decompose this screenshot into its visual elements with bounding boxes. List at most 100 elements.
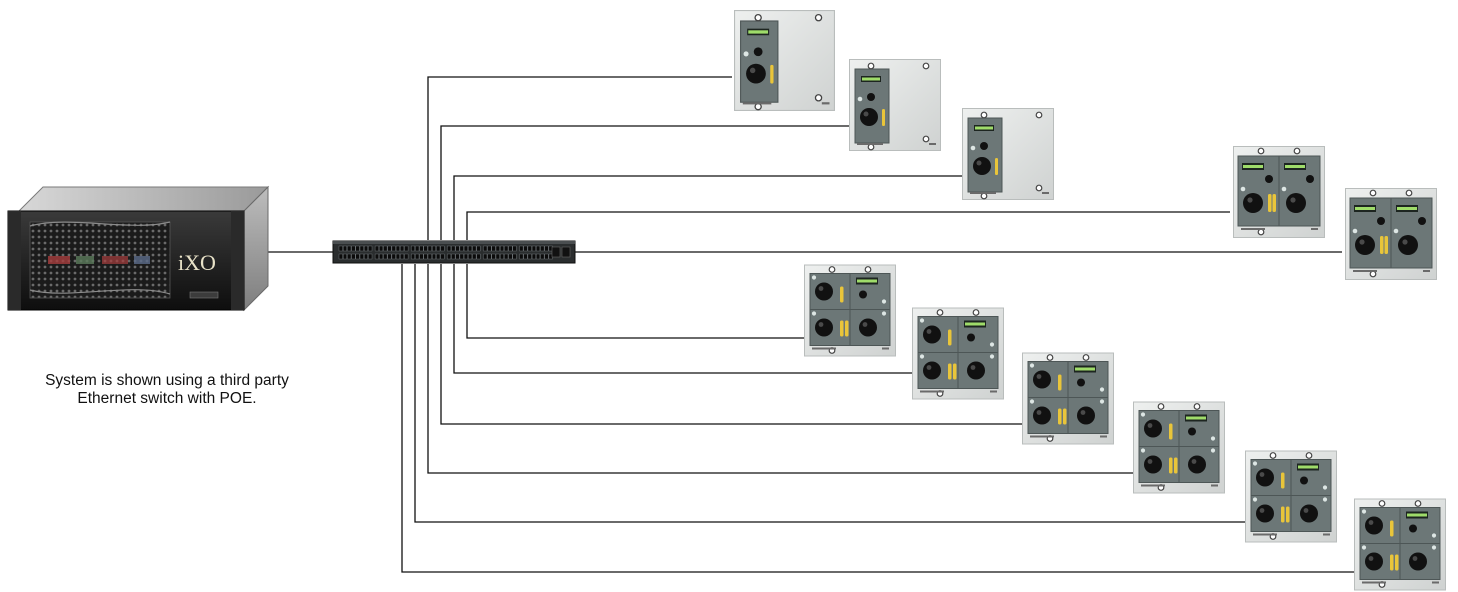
cable-switch-to-panel-4 xyxy=(466,211,1230,240)
switch-port xyxy=(432,245,437,252)
switch-port xyxy=(400,253,405,260)
switch-port xyxy=(508,245,513,252)
switch-port xyxy=(379,253,384,260)
panel-2-single-channel-panel-icon xyxy=(849,59,941,151)
switch-port xyxy=(487,253,492,260)
switch-port xyxy=(472,253,477,260)
rack-server-icon: iXO xyxy=(7,185,270,312)
panel-11-four-channel-panel-icon xyxy=(1354,498,1446,591)
switch-port xyxy=(423,253,428,260)
panel-6-four-channel-panel-icon xyxy=(804,264,896,357)
switch-port xyxy=(387,253,392,260)
cable-switch-to-panel-9 xyxy=(427,264,1133,474)
ethernet-switch-icon xyxy=(332,240,576,264)
panel-10-four-channel-panel-icon xyxy=(1245,450,1337,543)
switch-port xyxy=(483,245,488,252)
switch-port xyxy=(531,245,536,252)
switch-port xyxy=(379,245,384,252)
switch-port xyxy=(512,245,517,252)
panel-7-four-channel-panel-icon xyxy=(912,307,1004,400)
switch-port xyxy=(455,253,460,260)
panel-4-dual-channel-panel-icon xyxy=(1232,146,1326,238)
switch-port xyxy=(359,245,364,252)
switch-port-rows xyxy=(338,245,553,260)
switch-port xyxy=(436,245,441,252)
server-brand: iXO xyxy=(178,250,216,275)
switch-port xyxy=(347,253,352,260)
switch-port xyxy=(400,245,405,252)
switch-port xyxy=(519,245,524,252)
switch-port xyxy=(374,253,379,260)
switch-port xyxy=(355,245,360,252)
switch-port xyxy=(459,253,464,260)
switch-port xyxy=(527,253,532,260)
switch-port xyxy=(427,253,432,260)
switch-port xyxy=(536,253,541,260)
switch-port xyxy=(351,245,356,252)
switch-port xyxy=(411,245,416,252)
switch-port xyxy=(436,253,441,260)
switch-port xyxy=(391,253,396,260)
switch-port xyxy=(447,245,452,252)
cable-switch-to-panel-1 xyxy=(427,76,732,240)
switch-port xyxy=(440,253,445,260)
panels xyxy=(733,10,1446,591)
switch-port xyxy=(427,245,432,252)
switch-port xyxy=(395,245,400,252)
switch-port xyxy=(368,245,373,252)
switch-port xyxy=(451,245,456,252)
cable-switch-to-panel-3 xyxy=(453,175,962,240)
switch-port xyxy=(451,253,456,260)
switch-port xyxy=(364,245,369,252)
switch-port xyxy=(391,245,396,252)
switch-port xyxy=(491,253,496,260)
switch-port xyxy=(368,253,373,260)
switch-port xyxy=(447,253,452,260)
switch-port xyxy=(476,253,481,260)
switch-port xyxy=(544,253,549,260)
switch-port xyxy=(463,253,468,260)
cable-switch-to-panel-7 xyxy=(453,264,912,374)
switch-port xyxy=(383,245,388,252)
switch-port xyxy=(527,245,532,252)
caption-line-1: System is shown using a third party xyxy=(45,372,289,389)
switch-port xyxy=(468,253,473,260)
switch-port xyxy=(404,245,409,252)
switch-port xyxy=(512,253,517,260)
switch-port xyxy=(523,253,528,260)
switch-port xyxy=(343,253,348,260)
switch-port xyxy=(387,245,392,252)
switch-port xyxy=(500,253,505,260)
switch-port xyxy=(423,245,428,252)
switch-port xyxy=(500,245,505,252)
switch-port xyxy=(395,253,400,260)
switch-port xyxy=(338,253,343,260)
switch-port xyxy=(504,245,509,252)
switch-port xyxy=(531,253,536,260)
cable-switch-to-panel-6 xyxy=(466,264,804,339)
switch-port xyxy=(347,245,352,252)
cable-switch-to-panel-11 xyxy=(401,264,1354,573)
diagram-caption: System is shown using a third party Ethe… xyxy=(0,372,334,408)
switch-port xyxy=(540,253,545,260)
switch-port xyxy=(504,253,509,260)
panel-9-four-channel-panel-icon xyxy=(1133,401,1225,494)
switch-port xyxy=(495,245,500,252)
cable-switch-to-panel-10 xyxy=(414,264,1245,523)
panel-5-dual-channel-panel-icon xyxy=(1344,188,1438,280)
switch-port xyxy=(359,253,364,260)
switch-port xyxy=(351,253,356,260)
panel-3-single-channel-panel-icon xyxy=(962,108,1054,200)
switch-port xyxy=(483,253,488,260)
switch-port xyxy=(419,253,424,260)
switch-port xyxy=(495,253,500,260)
cable-switch-to-panel-8 xyxy=(440,264,1022,425)
switch-port xyxy=(519,253,524,260)
switch-port xyxy=(508,253,513,260)
switch-port xyxy=(374,245,379,252)
panel-1-single-channel-panel-icon xyxy=(733,10,836,111)
switch-port xyxy=(463,245,468,252)
switch-port xyxy=(491,245,496,252)
switch-port xyxy=(468,245,473,252)
